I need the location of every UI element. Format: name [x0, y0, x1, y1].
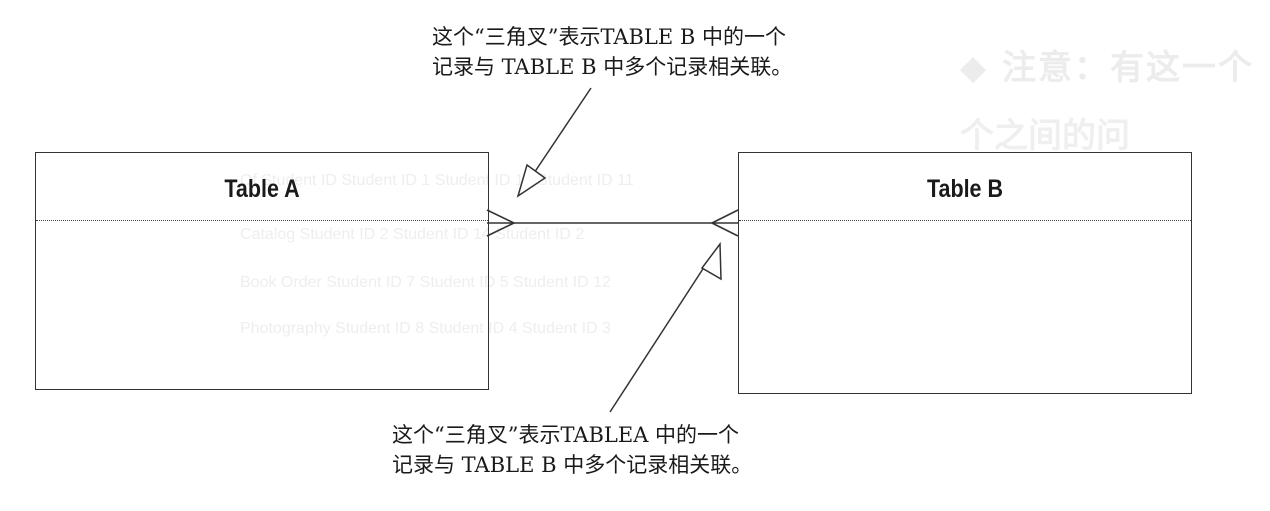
- arrow-top-annotation: [516, 87, 592, 198]
- table-b-box: Table B: [738, 152, 1192, 394]
- crows-foot-table-a: [486, 209, 515, 237]
- annotation-bottom-line1: 这个“三角叉”表示TABLEA 中的一个: [392, 423, 740, 447]
- crows-foot-table-b: [711, 209, 739, 237]
- annotation-bottom-line2: 记录与 TABLE B 中多个记录相关联。: [392, 453, 753, 477]
- table-a-box: Table A: [35, 152, 489, 390]
- annotation-top: 这个“三角叉”表示TABLE B 中的一个 记录与 TABLE B 中多个记录相…: [432, 22, 792, 82]
- background-ghost-text: Photography Student ID 8 Student ID 4 St…: [240, 320, 611, 337]
- annotation-top-line1: 这个“三角叉”表示TABLE B 中的一个: [432, 25, 786, 49]
- table-b-title: Table B: [926, 175, 1004, 203]
- background-ghost-text: Book Order Student ID 7 Student ID 5 Stu…: [240, 274, 611, 291]
- arrow-bottom-head: [700, 241, 722, 281]
- table-a-title: Table A: [224, 175, 300, 203]
- background-ghost-text: ◆ 注意：有这一个: [960, 48, 1254, 88]
- annotation-bottom: 这个“三角叉”表示TABLEA 中的一个 记录与 TABLE B 中多个记录相关…: [392, 420, 752, 480]
- annotation-top-line2: 记录与 TABLE B 中多个记录相关联。: [432, 55, 793, 79]
- table-a-divider: [36, 220, 488, 221]
- table-b-divider: [739, 220, 1191, 221]
- background-ghost-text: 个之间的问: [960, 116, 1130, 156]
- arrow-top-head: [516, 163, 547, 198]
- arrow-bottom-annotation: [609, 241, 722, 413]
